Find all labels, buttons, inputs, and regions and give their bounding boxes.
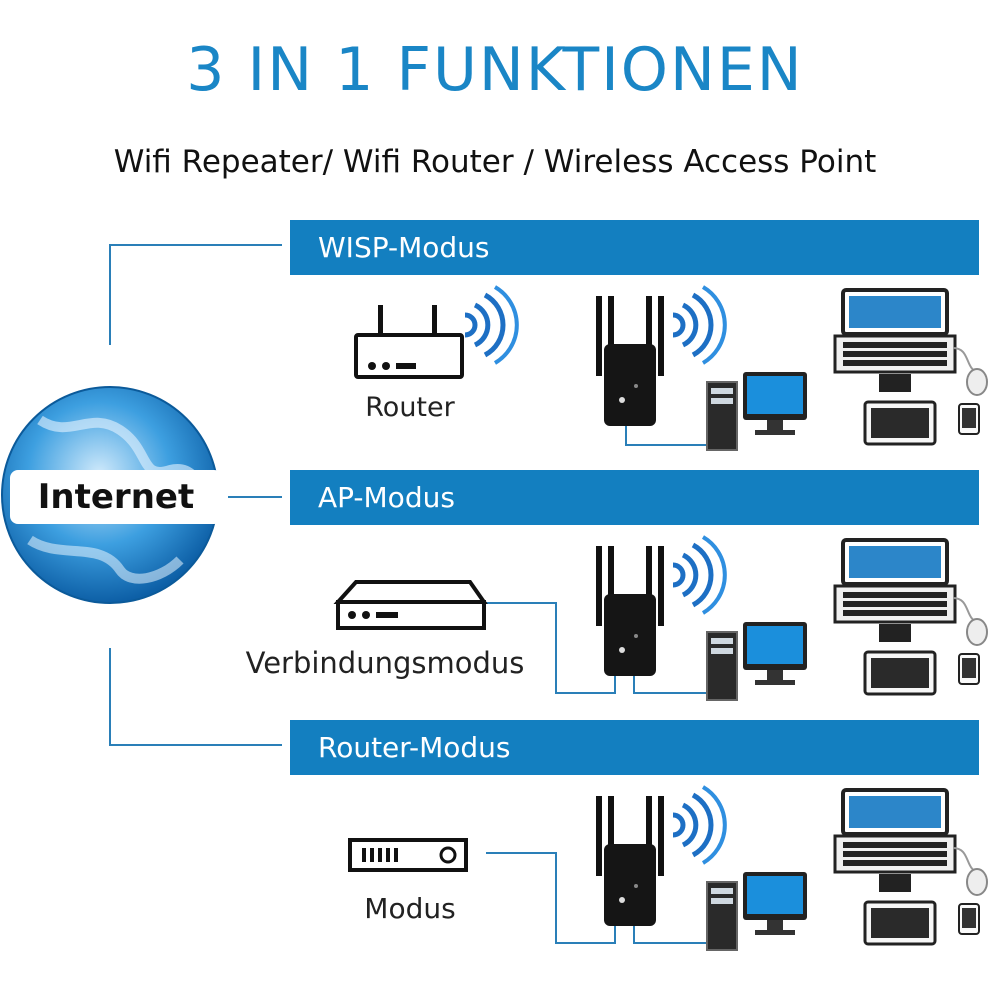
mode-band-ap: AP-Modus <box>290 470 979 525</box>
wifi-signal-icon <box>673 787 725 863</box>
mode-band-wisp: WISP-Modus <box>290 220 979 275</box>
mode-band-router: Router-Modus <box>290 720 979 775</box>
desktop-pc-icon <box>706 621 808 701</box>
router-icon <box>354 305 464 379</box>
source-label-wisp: Router <box>365 392 455 423</box>
source-label-router: Modus <box>364 892 456 925</box>
desktop-pc-icon <box>706 871 808 951</box>
modem-icon <box>348 838 468 872</box>
globe-connectors <box>109 244 282 746</box>
laptop-icon <box>833 538 989 696</box>
laptop-icon <box>833 788 989 946</box>
globe-label: Internet <box>10 470 222 524</box>
page-title: 3 IN 1 FUNKTIONEN <box>186 35 804 105</box>
wifi-signal-icon <box>673 537 725 613</box>
router-icon <box>333 580 488 630</box>
wifi-signal-icon <box>465 287 517 363</box>
repeater-icon <box>596 546 664 676</box>
wifi-signal-icon <box>673 287 725 363</box>
source-label-ap: Verbindungsmodus <box>245 646 525 680</box>
laptop-icon <box>833 288 989 446</box>
repeater-icon <box>596 796 664 926</box>
repeater-icon <box>596 296 664 426</box>
desktop-pc-icon <box>706 371 808 451</box>
page-subtitle: Wifi Repeater/ Wifi Router / Wireless Ac… <box>113 144 877 180</box>
